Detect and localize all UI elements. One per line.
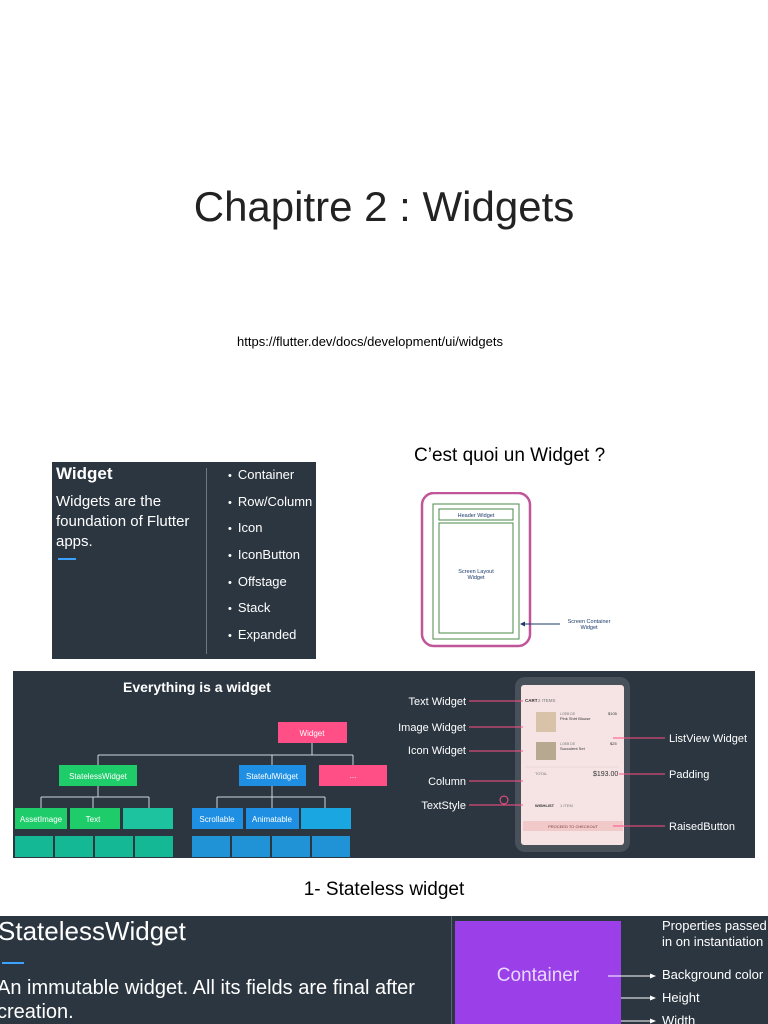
stateful-grandchild-node [232,836,270,857]
property-background-color: Background color [662,967,764,982]
wishlist-label: WISHLIST [535,803,555,808]
widget-list-item: IconButton [228,545,312,572]
cart-count: 2 ITEMS [538,698,556,703]
item1-brand: LOEB DE [560,712,576,716]
asset-image-label: AssetImage [20,815,63,824]
asset-image-node [15,808,67,829]
stateless-node [59,765,137,786]
arrow-head [520,621,525,627]
total-label: TOTAL [535,771,548,776]
stateless-title: StatelessWidget [0,916,186,946]
phone-outline [420,492,532,648]
checkout-label: PROCEED TO CHECKOUT [548,824,598,829]
widget-list: Container Row/Column Icon IconButton Off… [228,465,312,652]
header-widget-rect [438,508,514,521]
widget-list-item: Stack [228,598,312,625]
property-height: Height [662,990,700,1005]
widget-list-item: Row/Column [228,492,312,519]
stateless-child-node [123,808,173,829]
column-label: Column [428,776,466,788]
textstyle-marker [499,795,509,805]
other-node [319,765,387,786]
item1-name: Pink Shirt Blouse [560,716,591,721]
item2-name: Succulent Set [560,746,586,751]
stateless-grandchild-node [55,836,93,857]
text-widget-label: Text Widget [409,696,466,708]
stateless-panel: StatelessWidget An immutable widget. All… [0,916,768,1024]
section-heading: 1- Stateless widget [303,879,465,900]
stateless-grandchild-node [135,836,173,857]
widget-tree: Widget StatelessWidget StatefulWidget ..… [15,677,747,857]
stateless-grandchild-node [15,836,53,857]
card-heading: Widget [56,464,113,483]
screen-container-label: Widget [580,625,598,631]
screen-layout-label: Screen Layout [458,569,494,575]
scrollable-label: Scrollable [199,815,235,824]
widget-list-item: Offstage [228,572,312,599]
text-node-label: Text [86,815,101,824]
icon-widget-label: Icon Widget [408,745,466,757]
card-divider [206,468,207,654]
header-widget-label: Header Widget [458,513,495,519]
checkout-button[interactable] [523,821,623,831]
item1-price: $105 [608,711,618,716]
item2-brand: LOEB DE [560,742,576,746]
stateful-grandchild-node [192,836,230,857]
stateful-grandchild-node [272,836,310,857]
item1-image [536,712,556,732]
scrollable-node [192,808,243,829]
text-node [70,808,120,829]
stateless-description: An immutable widget. All its fields are … [0,977,415,1023]
wishlist-count: 1 ITEM [560,803,573,808]
widget-root-node [278,722,347,743]
raisedbutton-label: RaisedButton [669,821,735,833]
textstyle-label: TextStyle [421,800,466,812]
everything-panel: Everything is a widget Widget StatelessW… [13,671,755,858]
stateful-node [239,765,306,786]
accent-bar [2,962,24,964]
screen-layout-rect [438,522,514,634]
question-heading: C’est quoi un Widget ? [414,445,606,466]
cart-label: CART [525,698,538,703]
everything-title: Everything is a widget [123,679,271,695]
widget-list-item: Expanded [228,625,312,652]
source-url[interactable]: https://flutter.dev/docs/development/ui/… [237,334,503,349]
pointer-lines [469,700,665,827]
widget-list-item: Container [228,465,312,492]
property-arrows [608,973,656,1024]
listview-label: ListView Widget [669,733,747,745]
padding-label: Padding [669,769,709,781]
stateless-grandchild-node [95,836,133,857]
property-width: Width [662,1013,696,1024]
animatable-label: Animatable [252,815,293,824]
card-description: Widgets are the foundation of Flutter ap… [56,493,190,550]
widget-card: Widget Widgets are the foundation of Flu… [52,462,316,659]
tree-lines [40,743,354,808]
screen-container-rect [432,503,520,640]
total-amount: $193.00 [593,771,618,778]
animatable-node [246,808,299,829]
screen-container-label: Screen Container [568,619,611,625]
item2-image [536,742,556,760]
page-title: Chapitre 2 : Widgets [193,183,575,230]
stateful-child-node [301,808,351,829]
accent-bar [58,558,76,560]
stateful-node-label: StatefulWidget [246,772,299,781]
layout-diagram: Header Widget Screen Layout Widget Scree… [420,492,611,648]
container-box: Container [455,921,621,1024]
widget-root-label: Widget [300,729,326,738]
panel-divider [451,916,452,1024]
stateless-node-label: StatelessWidget [69,772,128,781]
image-widget-label: Image Widget [398,722,466,734]
other-node-label: ... [350,771,357,780]
properties-header: Properties passed in on instantiation [662,918,767,949]
widget-list-item: Icon [228,518,312,545]
screen-layout-label: Widget [467,575,485,581]
item2-price: $25 [610,741,617,746]
stateful-grandchild-node [312,836,350,857]
